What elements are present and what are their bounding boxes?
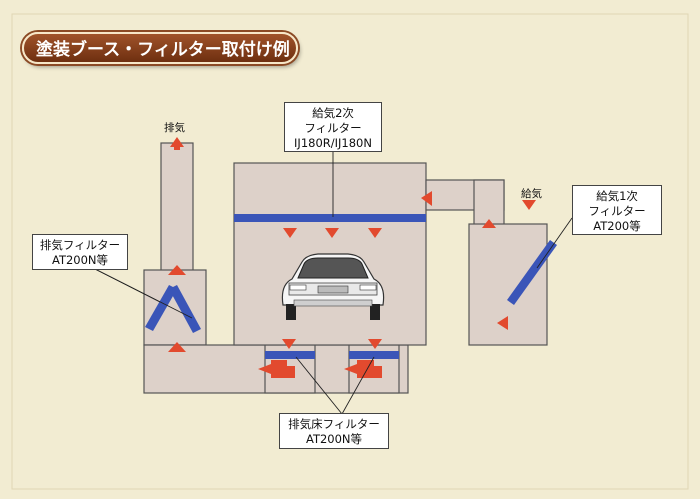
arrow-left-pit-left: [258, 360, 295, 378]
primary-filter-line2: フィルター: [588, 204, 646, 218]
arrow-down-1: [283, 228, 297, 238]
car-icon: [281, 253, 385, 320]
secondary-filter-line1: 給気2次: [312, 106, 354, 120]
arrow-down-3: [368, 228, 382, 238]
exhaust-filter-right: [169, 285, 201, 333]
secondary-supply-filter: [234, 214, 426, 222]
frame-border: [11, 13, 689, 490]
supply-inlet-label: 給気: [521, 188, 542, 200]
floor-filter-right: [349, 351, 399, 359]
exhaust-filter-line2: AT200N等: [51, 253, 109, 267]
primary-supply-filter-label: 給気1次 フィルター AT200等: [572, 185, 662, 235]
arrow-down-supply: [522, 200, 536, 210]
floor-filter-line2: AT200N等: [305, 432, 363, 446]
arrow-up-duct: [168, 342, 186, 352]
primary-filter-line3: AT200等: [593, 219, 641, 233]
exhaust-filter-line1: 排気フィルター: [39, 238, 121, 252]
exhaust-filter-box: [143, 269, 207, 346]
primary-supply-filter: [507, 240, 557, 305]
leader-primary-supply: [536, 217, 573, 269]
exhaust-filter-label: 排気フィルター AT200N等: [32, 234, 128, 270]
arrow-up-riser: [482, 219, 496, 228]
arrow-left-connect: [421, 191, 432, 206]
supply-riser-duct: [473, 179, 505, 226]
arrow-left-pit-right: [344, 360, 382, 378]
arrow-down-2: [325, 228, 339, 238]
floor-filter-left: [265, 351, 315, 359]
diagram-title: 塗装ブース・フィルター取付け例: [22, 32, 298, 64]
arrow-up-exhaust: [170, 137, 184, 150]
secondary-filter-line3: IJ180R/IJ180N: [294, 136, 372, 150]
arrow-down-pit-left: [282, 339, 296, 349]
leader-floor-b: [341, 356, 375, 415]
exhaust-stack: [160, 142, 194, 272]
arrow-left-supply: [497, 316, 508, 330]
arrow-down-pit-right: [368, 339, 382, 349]
primary-filter-line1: 給気1次: [596, 189, 638, 203]
exhaust-outlet-label: 排気: [164, 122, 185, 134]
airflow-arrows: [168, 137, 536, 378]
floor-exhaust-filter-label: 排気床フィルター AT200N等: [279, 413, 389, 449]
exhaust-filter-left: [145, 285, 177, 331]
secondary-supply-filter-label: 給気2次 フィルター IJ180R/IJ180N: [284, 102, 382, 152]
leader-exhaust-filter-b: [92, 267, 193, 319]
leader-floor-a: [295, 356, 343, 415]
secondary-filter-line2: フィルター: [304, 121, 362, 135]
floor-filter-line1: 排気床フィルター: [288, 417, 380, 431]
arrow-up-filterbox: [168, 265, 186, 275]
